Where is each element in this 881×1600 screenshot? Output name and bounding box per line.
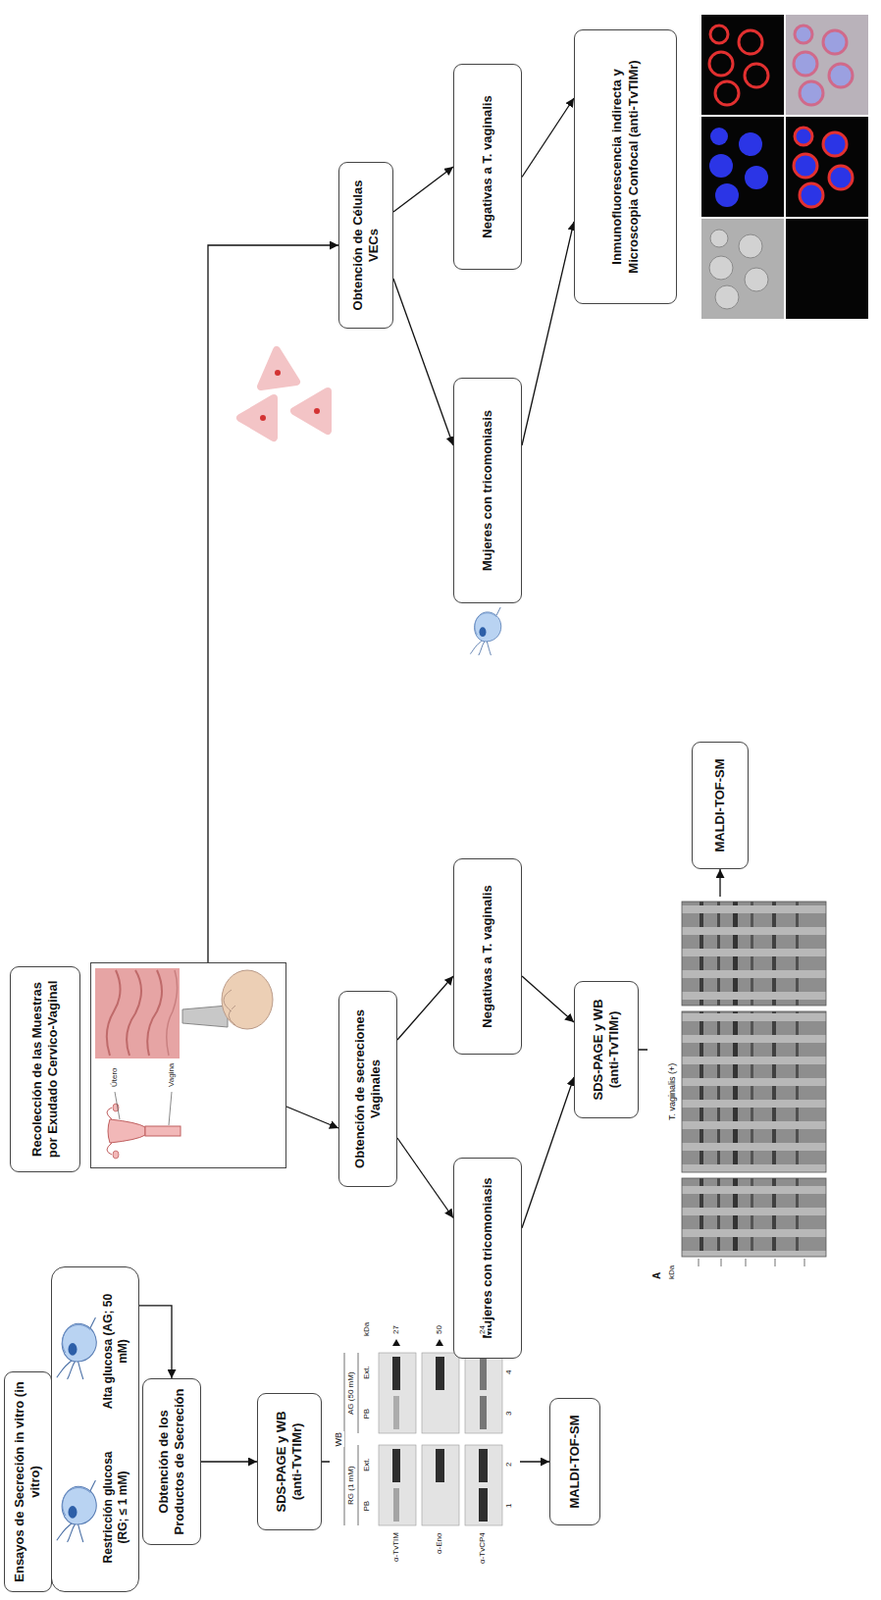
flow-arrow [139, 1305, 172, 1379]
figure-label: α-TvCP4 [478, 1531, 488, 1565]
figure-label: 27 [392, 1324, 402, 1336]
figure-label: PB [362, 1500, 372, 1513]
box-text: Recolección de las Muestras por Exudado … [29, 975, 62, 1164]
uterus-drawing [106, 1091, 181, 1159]
flow-arrow [286, 1106, 339, 1129]
figure-label: Ext. [362, 1456, 372, 1473]
cell-nucleus [259, 369, 320, 421]
figure-label: α-TvTIM [392, 1531, 402, 1563]
box-text: Obtención de los Productos de Secreción [155, 1387, 189, 1537]
figure-label: kDa [668, 1264, 677, 1281]
title-box: Ensayos de Secreción in vitro (in vitro) [3, 1371, 52, 1593]
flow-arrow [201, 1460, 258, 1462]
part-label: Vagina [167, 1063, 177, 1088]
figure-label: AG (50 mM) [347, 1370, 357, 1416]
box-text: MALDI-TOF-SM [712, 758, 728, 852]
group-box: Mujeres con tricomoniasis [453, 377, 522, 604]
process-box: SDS-PAGE y WB (anti-TvTIMr) [257, 1393, 322, 1531]
box-text: Ensayos de Secreción in vitro (in vitro) [11, 1380, 45, 1584]
title-box: Recolección de las Muestras por Exudado … [9, 966, 81, 1173]
figure-label: 50 [435, 1324, 445, 1336]
box-text: Mujeres con tricomoniasis [479, 410, 496, 571]
box-text: Obtención de secreciones Vaginales [352, 999, 385, 1179]
figure-label: Ext. [362, 1364, 372, 1381]
box-text: MALDI-TOF-SM [567, 1414, 583, 1508]
figure-label: 24 [478, 1324, 488, 1336]
process-box: Obtención de los Productos de Secreción [142, 1378, 202, 1546]
figure-label: kDa [362, 1321, 372, 1338]
figure-label: PB [362, 1407, 372, 1421]
box-text: Negativas a T. vaginalis [479, 95, 496, 238]
trichomonas-icon [56, 607, 502, 1543]
figure-label: 3 [505, 1410, 515, 1417]
illustration-frame: Útero Vagina [90, 962, 287, 1169]
confocal-panels [701, 14, 869, 319]
group-box: Mujeres con tricomoniasis [453, 1157, 522, 1359]
box-text: Inmunofluorescencia indirecta y Microsco… [609, 38, 642, 296]
box-text: Restricción glucosa (RG; ≤ 1 mM) [101, 1439, 131, 1577]
epithelial-cells [240, 350, 328, 438]
box-text: Mujeres con tricomoniasis [479, 1178, 496, 1340]
flow-arrow [521, 976, 574, 1023]
figure-label: α-Eno [435, 1531, 445, 1555]
flow-arrow [521, 1077, 574, 1229]
condition-box: Restricción glucosa (RG; ≤ 1 mM) Alta glu… [51, 1266, 140, 1593]
figure-label: 4 [505, 1369, 515, 1376]
group-box: Negativas a T. vaginalis [453, 63, 522, 270]
process-box: SDS-PAGE y WB (anti-TvTIMr) [573, 981, 639, 1119]
process-box: MALDI-TOF-SM [691, 741, 749, 870]
flow-arrow [397, 976, 454, 1040]
process-box: MALDI-TOF-SM [549, 1398, 601, 1526]
group-box: Negativas a T. vaginalis [453, 858, 522, 1055]
speculum-photo [95, 968, 273, 1059]
box-text: SDS-PAGE y WB (anti-TvTIMr) [273, 1401, 307, 1522]
flow-arrow [521, 98, 574, 178]
flow-arrow [397, 1138, 454, 1219]
figure-label: 2 [505, 1461, 515, 1468]
box-text: Alta glucosa (AG; 50 mM) [101, 1283, 131, 1421]
process-box: Inmunofluorescencia indirecta y Microsco… [573, 29, 677, 305]
figure-label: RG (1 mM) [347, 1464, 357, 1506]
part-label: Útero [110, 1067, 120, 1088]
flow-arrow [521, 221, 574, 446]
figure-label: T. vaginalis (+) [668, 1062, 678, 1122]
flow-arrow [393, 166, 454, 212]
flow-arrow [207, 245, 339, 963]
process-box: Obtención de Células VECs [338, 161, 394, 329]
figure-label: WB [334, 1431, 345, 1449]
box-text: Negativas a T. vaginalis [479, 884, 496, 1028]
figure-label: A [651, 1271, 663, 1281]
process-box: Obtención de secreciones Vaginales [338, 990, 398, 1188]
box-text: SDS-PAGE y WB (anti-TvTIMr) [590, 989, 623, 1110]
gel-image [647, 896, 834, 1286]
figure-label: 1 [505, 1502, 515, 1509]
box-text: Obtención de Células VECs [350, 170, 383, 320]
flow-arrow [393, 278, 454, 446]
